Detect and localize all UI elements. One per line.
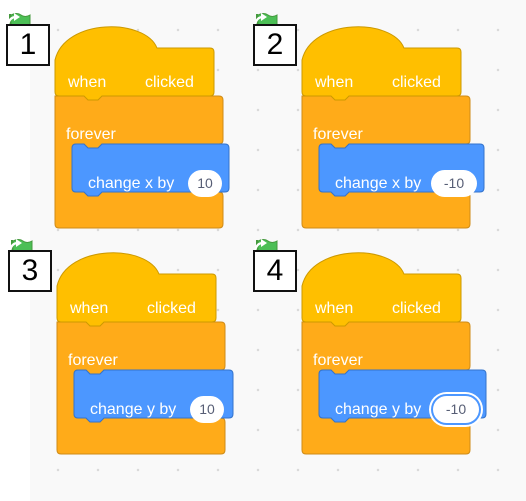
program-number: 2 — [253, 24, 297, 66]
forever-label: forever — [313, 126, 363, 143]
hat-block[interactable] — [56, 252, 217, 327]
value-input[interactable]: -10 — [431, 170, 477, 197]
motion-label: change y by — [90, 401, 177, 418]
forever-label: forever — [66, 126, 116, 143]
clicked-label: clicked — [147, 300, 196, 317]
value-input[interactable]: -10 — [433, 396, 479, 423]
motion-label: change x by — [335, 175, 422, 192]
when-label: when — [70, 300, 109, 317]
when-label: when — [68, 74, 107, 91]
clicked-label: clicked — [392, 300, 441, 317]
value-input[interactable]: 10 — [188, 170, 222, 197]
when-label: when — [315, 74, 354, 91]
clicked-label: clicked — [392, 74, 441, 91]
program-number: 1 — [6, 24, 50, 66]
program-2: 2 when clicked forever change x by -10 — [253, 12, 493, 252]
hat-block[interactable] — [301, 26, 462, 101]
program-number: 3 — [8, 250, 52, 292]
program-1: 1 when clicked forever change x by 10 — [6, 12, 246, 252]
program-number: 4 — [253, 250, 297, 292]
clicked-label: clicked — [145, 74, 194, 91]
motion-label: change y by — [335, 401, 422, 418]
hat-block[interactable] — [301, 252, 462, 327]
value-input[interactable]: 10 — [190, 396, 224, 423]
when-label: when — [315, 300, 354, 317]
hat-block[interactable] — [54, 26, 215, 101]
program-4: 4 when clicked forever change y by -10 — [253, 238, 493, 478]
motion-label: change x by — [88, 175, 175, 192]
forever-label: forever — [68, 352, 118, 369]
program-3: 3 when clicked forever change y by 10 — [8, 238, 248, 478]
script-stack — [54, 26, 230, 229]
forever-label: forever — [313, 352, 363, 369]
